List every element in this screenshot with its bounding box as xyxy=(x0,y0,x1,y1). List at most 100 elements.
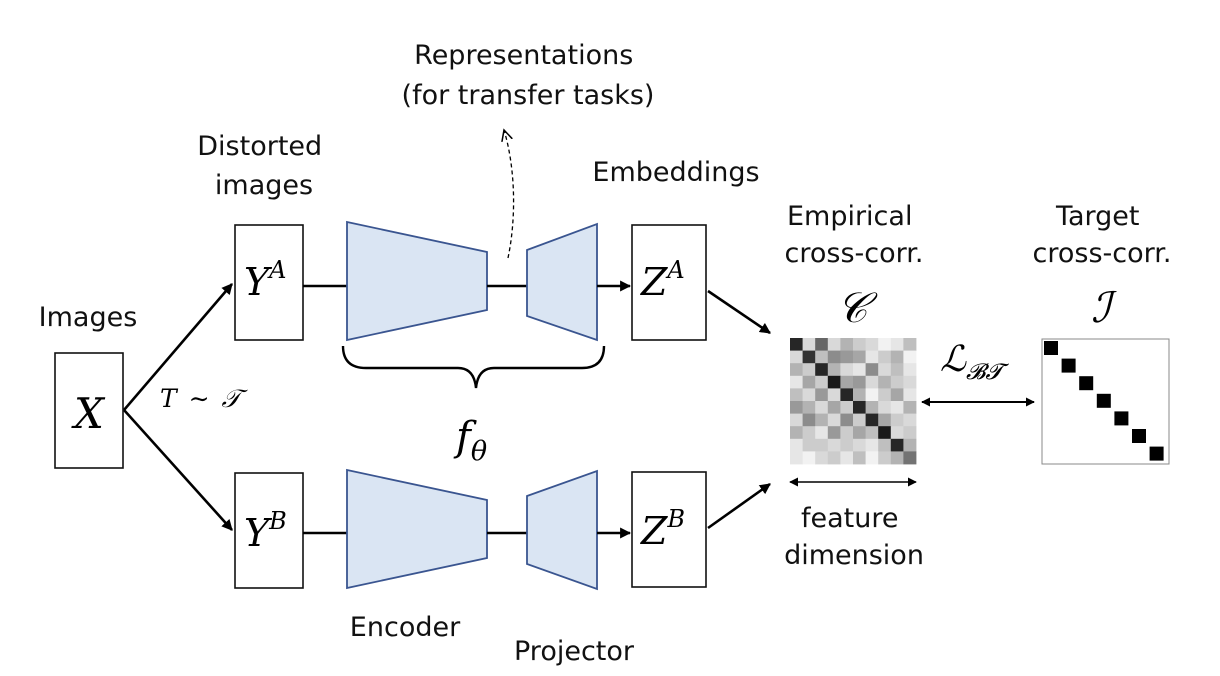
matrix-cell xyxy=(840,426,854,440)
matrix-cell xyxy=(790,413,803,427)
matrix-cell xyxy=(790,401,803,414)
matrix-cell xyxy=(865,426,879,440)
matrix-cell xyxy=(903,363,917,377)
matrix-cell xyxy=(853,375,866,389)
matrix-cell xyxy=(815,363,829,377)
matrix-cell xyxy=(815,401,829,414)
loss-symbol: ℒ𝓑𝓣 xyxy=(940,339,1009,385)
matrix-cell xyxy=(853,338,866,351)
target-cross-corr-label: Target cross-corr. xyxy=(1033,201,1172,269)
matrix-cell xyxy=(878,426,892,440)
matrix-cell xyxy=(840,363,854,377)
matrix-cell xyxy=(890,426,904,440)
ya-symbol: YA xyxy=(244,256,286,304)
arrow-za-to-matrix xyxy=(707,289,771,335)
identity-diagonal-cell xyxy=(1079,376,1094,391)
c-symbol: 𝒞 xyxy=(837,283,878,332)
matrix-cell xyxy=(802,413,816,427)
matrix-cell xyxy=(815,426,829,440)
projector-a-trapezoid xyxy=(526,222,598,342)
matrix-cell xyxy=(903,375,917,389)
matrix-cell xyxy=(865,363,879,377)
matrix-cell xyxy=(853,413,866,427)
matrix-cell xyxy=(802,426,816,440)
matrix-cell xyxy=(865,375,879,389)
za-symbol: ZA xyxy=(640,256,685,304)
matrix-cell xyxy=(865,401,879,414)
matrix-cell xyxy=(865,350,879,364)
matrix-cell xyxy=(815,388,829,402)
identity-diagonal-cell xyxy=(1132,429,1146,443)
matrix-cell xyxy=(815,338,829,351)
representations-dashed-arrow xyxy=(504,130,515,259)
matrix-cell xyxy=(827,401,841,414)
distorted-images-label: Distorted images xyxy=(197,131,331,201)
matrix-cell xyxy=(827,350,841,364)
images-label: Images xyxy=(39,302,138,333)
encoder-b-trapezoid xyxy=(346,468,488,590)
arrow-x-to-yb xyxy=(123,409,233,531)
ya-box xyxy=(234,224,304,341)
encoder-a-trapezoid xyxy=(346,220,488,342)
matrix-cell xyxy=(890,375,904,389)
matrix-cell xyxy=(790,426,803,440)
matrix-cell xyxy=(790,388,803,402)
matrix-cell xyxy=(840,375,854,389)
matrix-cell xyxy=(802,375,816,389)
matrix-cell xyxy=(853,426,866,440)
representations-label: Representations (for transfer tasks) xyxy=(402,40,655,111)
matrix-cell xyxy=(827,363,841,377)
matrix-cell xyxy=(802,438,816,452)
matrix-cell xyxy=(853,388,866,402)
matrix-cell xyxy=(802,363,816,377)
matrix-cell xyxy=(878,413,892,427)
yb-symbol: YB xyxy=(244,507,287,555)
embeddings-label: Embeddings xyxy=(592,157,759,188)
matrix-cell xyxy=(827,338,841,351)
matrix-cell xyxy=(903,438,917,452)
arrow-zb-to-matrix xyxy=(707,482,771,530)
matrix-cell xyxy=(790,338,803,351)
matrix-cell xyxy=(827,375,841,389)
matrix-cell xyxy=(840,451,854,465)
matrix-cell xyxy=(865,438,879,452)
matrix-cell xyxy=(827,451,841,465)
matrix-cell xyxy=(878,438,892,452)
matrix-cell xyxy=(802,350,816,364)
matrix-cell xyxy=(903,350,917,364)
matrix-cell xyxy=(827,388,841,402)
target-identity-matrix xyxy=(1044,341,1164,461)
input-x-symbol: X xyxy=(71,389,106,438)
matrix-cell xyxy=(815,350,829,364)
arrow-x-to-ya xyxy=(123,283,233,411)
empirical-cross-corr-label: Empirical cross-corr. xyxy=(785,201,924,269)
matrix-cell xyxy=(827,426,841,440)
matrix-cell xyxy=(853,363,866,377)
matrix-cell xyxy=(853,401,866,414)
matrix-cell xyxy=(840,413,854,427)
matrix-cell xyxy=(890,413,904,427)
matrix-cell xyxy=(903,451,917,465)
identity-diagonal-cell xyxy=(1044,341,1058,355)
matrix-cell xyxy=(903,413,917,427)
matrix-cell xyxy=(878,375,892,389)
transform-label: T ∼ 𝒯 xyxy=(160,384,249,413)
za-box xyxy=(631,224,707,341)
matrix-cell xyxy=(853,438,866,452)
matrix-cell xyxy=(890,438,904,452)
matrix-cell xyxy=(827,413,841,427)
matrix-cell xyxy=(890,451,904,465)
matrix-cell xyxy=(890,363,904,377)
matrix-cell xyxy=(802,338,816,351)
matrix-cell xyxy=(878,350,892,364)
matrix-cell xyxy=(878,401,892,414)
identity-diagonal-cell xyxy=(1149,446,1164,461)
matrix-cell xyxy=(903,388,917,402)
feature-dimension-label: feature dimension xyxy=(784,503,924,571)
matrix-cell xyxy=(840,350,854,364)
input-x-box xyxy=(54,352,124,469)
f-theta-symbol: fθ xyxy=(453,414,487,467)
projector-label: Projector xyxy=(514,636,635,667)
matrix-cell xyxy=(865,338,879,351)
